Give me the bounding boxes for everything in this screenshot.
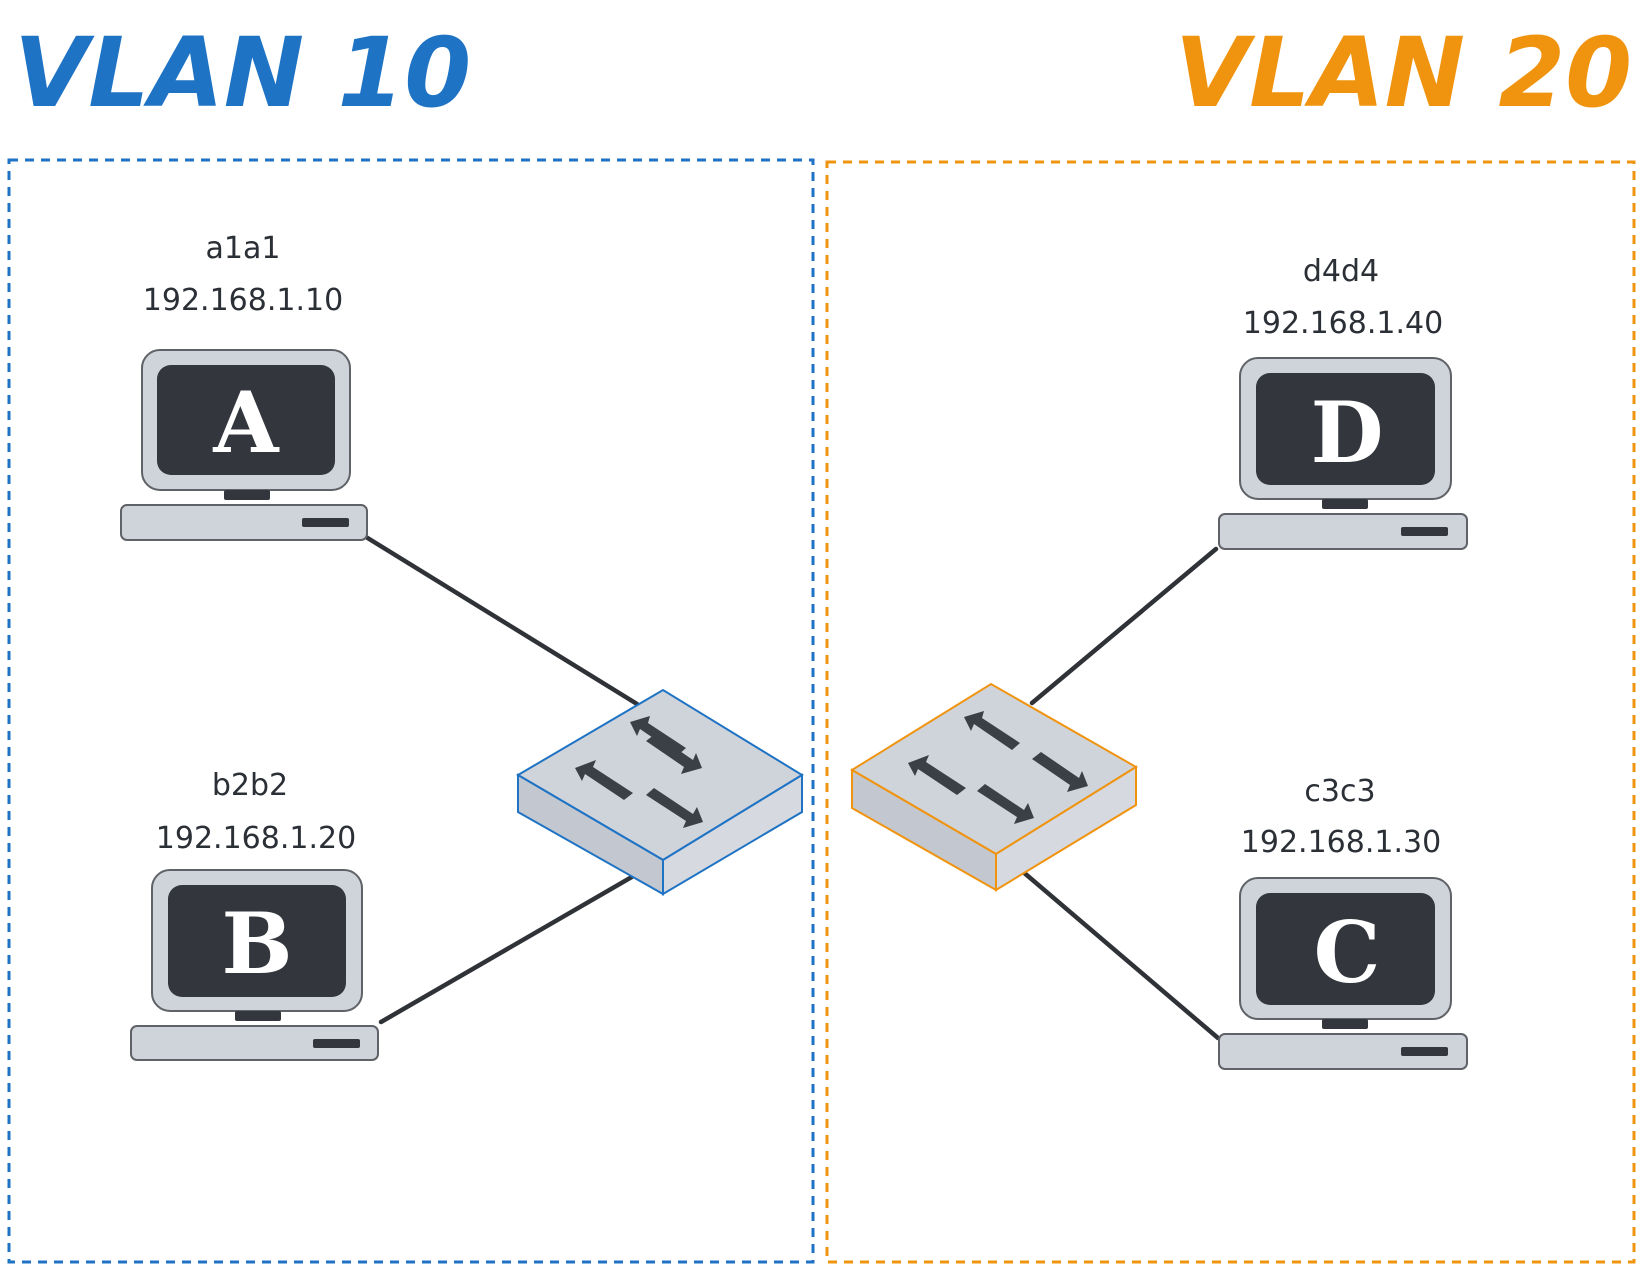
host-name: c3c3 bbox=[1304, 774, 1375, 809]
host-ip: 192.168.1.10 bbox=[143, 283, 343, 318]
vlan10-title: VLAN 10 bbox=[14, 17, 471, 129]
vlan20-title: VLAN 20 bbox=[1175, 17, 1632, 129]
host-name: a1a1 bbox=[206, 231, 281, 266]
switch-icon bbox=[516, 688, 804, 896]
switch-vlan10 bbox=[516, 688, 804, 896]
host-ip: 192.168.1.20 bbox=[156, 821, 356, 856]
host-name: d4d4 bbox=[1303, 254, 1379, 289]
host-ip: 192.168.1.40 bbox=[1243, 306, 1443, 341]
host-a: a1a1 192.168.1.10 A bbox=[120, 231, 368, 541]
host-d: d4d4 192.168.1.40 D bbox=[1218, 254, 1468, 550]
link-a-sw1 bbox=[363, 534, 640, 707]
computer-icon bbox=[1218, 877, 1468, 1070]
host-c: c3c3 192.168.1.30 C bbox=[1218, 774, 1468, 1070]
switch-vlan20 bbox=[850, 682, 1138, 892]
link-b-sw1 bbox=[378, 871, 640, 1025]
link-c-sw2 bbox=[1019, 868, 1221, 1041]
host-letter: A bbox=[212, 373, 280, 472]
computer-icon bbox=[130, 869, 379, 1061]
host-letter: D bbox=[1311, 383, 1384, 482]
links bbox=[363, 534, 1221, 1041]
host-ip: 192.168.1.30 bbox=[1241, 825, 1441, 860]
vlan20-boundary bbox=[825, 160, 1636, 1264]
host-b: b2b2 192.168.1.20 B bbox=[130, 768, 379, 1061]
host-name: b2b2 bbox=[212, 768, 288, 803]
computer-icon bbox=[120, 349, 368, 541]
host-letter: B bbox=[222, 894, 293, 993]
switch-icon bbox=[850, 682, 1138, 892]
computer-icon bbox=[1218, 357, 1468, 550]
host-letter: C bbox=[1314, 903, 1381, 1002]
link-d-sw2 bbox=[1029, 546, 1219, 706]
vlan10-boundary bbox=[7, 158, 815, 1264]
